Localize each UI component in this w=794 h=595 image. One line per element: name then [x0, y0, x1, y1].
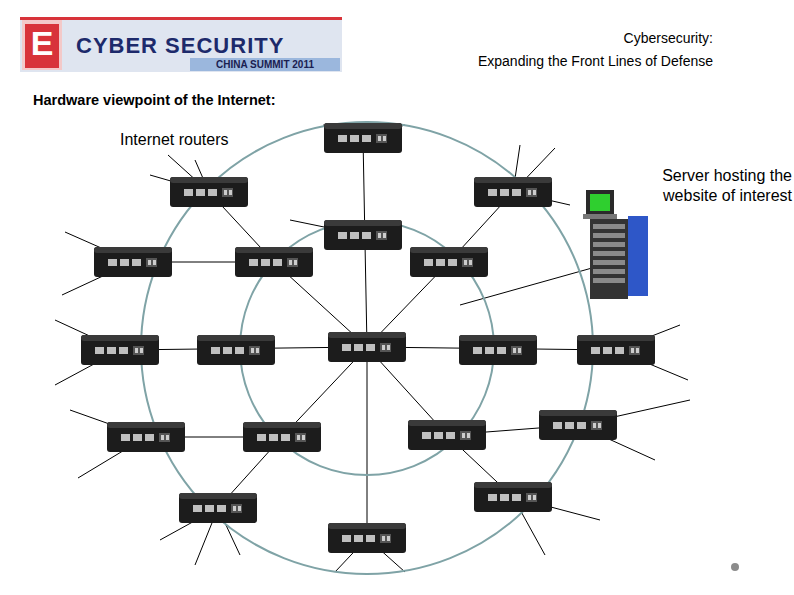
- slide-header: Cybersecurity: Expanding the Front Lines…: [393, 27, 713, 73]
- summit-logo: [20, 17, 342, 72]
- internet-routers: [81, 123, 655, 553]
- logo-title: CYBER SECURITY: [76, 34, 284, 58]
- diagram-panel: [48, 123, 706, 572]
- slide-title: Hardware viewpoint of the Internet:: [33, 92, 276, 108]
- router-caption: Internet routers: [120, 131, 229, 149]
- network-rings: [141, 122, 593, 574]
- server-node: Server hosting the website of interest: [634, 166, 792, 206]
- server-caption: Server hosting the website of interest: [634, 166, 792, 206]
- logo-letter: E: [25, 22, 59, 64]
- server-illustration: [583, 190, 648, 299]
- slide-dot: [731, 563, 739, 571]
- network-links: [55, 125, 690, 572]
- logo-subtitle: CHINA SUMMIT 2011: [192, 58, 338, 71]
